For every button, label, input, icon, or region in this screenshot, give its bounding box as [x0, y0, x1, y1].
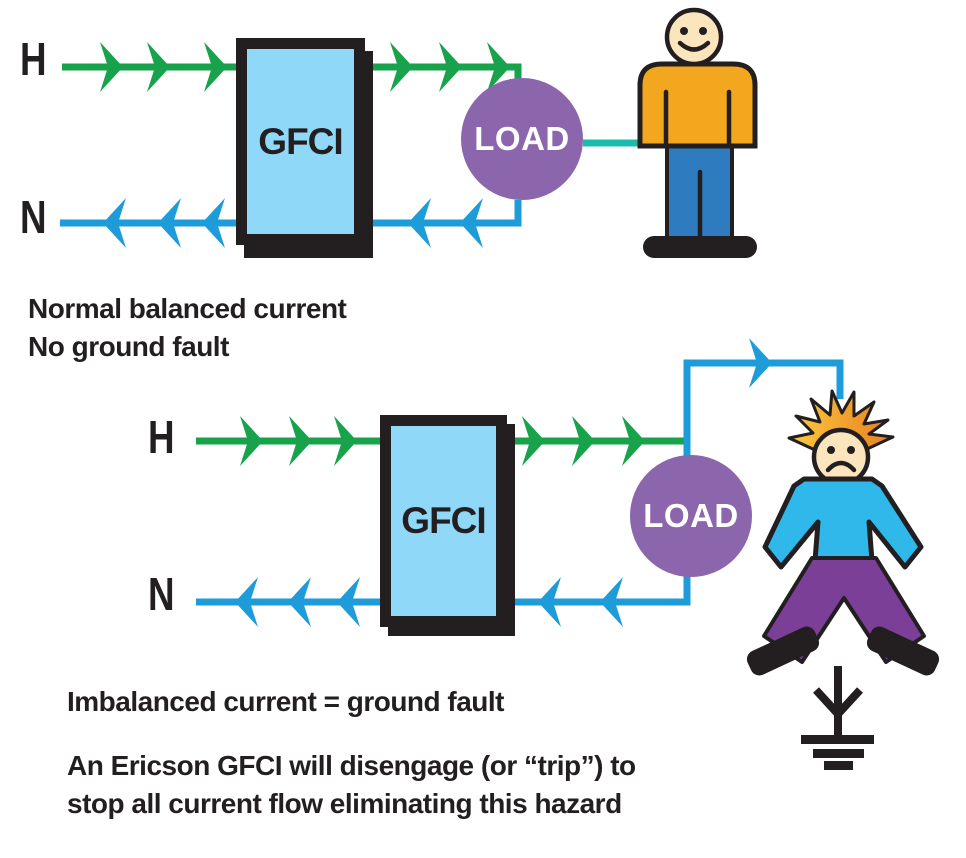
gfci-label: GFCI	[258, 120, 343, 162]
top-hot-current-arrows	[100, 42, 510, 92]
current-arrow-icon	[572, 416, 595, 466]
happy-person-smile	[677, 40, 711, 52]
shocked-person-eye	[827, 446, 835, 454]
current-arrow-icon	[390, 42, 413, 92]
current-arrow-icon	[460, 198, 483, 248]
bottom-neutral-current-arrows	[235, 577, 623, 627]
caption-line: An Ericson GFCI will disengage (or “trip…	[67, 750, 636, 781]
shocked-person-shoe	[866, 626, 940, 676]
current-arrow-icon	[622, 416, 645, 466]
current-arrow-icon	[334, 416, 357, 466]
shocked-person-hair	[787, 389, 895, 452]
current-arrow-icon	[538, 577, 561, 627]
current-arrow-icon	[100, 42, 123, 92]
ground-stem	[834, 666, 842, 738]
gfci-device-bottom: GFCI	[380, 415, 507, 627]
current-arrow-icon	[749, 338, 772, 388]
current-arrow-icon	[103, 198, 126, 248]
current-arrow-icon	[147, 42, 170, 92]
ground-symbol-icon	[801, 666, 874, 770]
top-neutral-label: N	[20, 191, 47, 243]
bottom-caption: Imbalanced current = ground fault	[67, 683, 505, 721]
current-arrow-icon	[204, 42, 227, 92]
shocked-person-icon	[746, 389, 940, 676]
shocked-person-shirt	[762, 476, 924, 570]
top-neutral-current-arrows	[103, 198, 483, 248]
happy-person-head	[664, 7, 724, 67]
current-arrow-icon	[439, 42, 462, 92]
ground-bar	[813, 749, 864, 758]
bottom-diagram	[196, 338, 940, 770]
caption-line: stop all current flow eliminating this h…	[67, 788, 622, 819]
bottom-neutral-wire-right	[508, 575, 691, 606]
load-label: LOAD	[643, 497, 739, 534]
load-circle-top: LOAD	[461, 78, 583, 200]
current-arrow-icon	[240, 416, 263, 466]
gfci-label: GFCI	[401, 500, 486, 541]
top-diagram	[60, 7, 758, 258]
current-arrow-icon	[235, 577, 258, 627]
footer-caption: An Ericson GFCI will disengage (or “trip…	[67, 747, 636, 823]
current-arrow-icon	[202, 198, 225, 248]
happy-person-feet	[643, 236, 757, 258]
current-arrow-icon	[158, 198, 181, 248]
ground-bar	[801, 735, 874, 744]
current-arrow-icon	[337, 577, 360, 627]
bottom-hot-label: H	[148, 411, 175, 463]
happy-person-eye	[699, 27, 707, 35]
current-arrow-icon	[522, 416, 545, 466]
current-arrow-icon	[408, 198, 431, 248]
current-arrow-icon	[288, 577, 311, 627]
load-label: LOAD	[474, 120, 570, 157]
ground-bar	[824, 761, 853, 770]
bottom-neutral-label: N	[148, 568, 175, 620]
happy-person-eye	[680, 27, 688, 35]
caption-line: Normal balanced current	[28, 293, 347, 324]
happy-person-arm-lines	[663, 89, 732, 149]
caption-line: No ground fault	[28, 331, 229, 362]
caption-line: Imbalanced current = ground fault	[67, 686, 505, 717]
top-caption: Normal balanced current No ground fault	[28, 290, 347, 366]
shocked-person-eye	[847, 446, 855, 454]
happy-person-icon	[637, 7, 758, 258]
top-hot-label: H	[20, 33, 47, 85]
current-arrow-icon	[600, 577, 623, 627]
current-arrow-icon	[487, 42, 510, 92]
shocked-person-frown	[825, 460, 857, 473]
shocked-person-shoe	[746, 626, 820, 676]
bottom-hot-current-arrows	[240, 416, 645, 466]
shocked-person-head	[811, 427, 871, 487]
gfci-device-top: GFCI	[236, 38, 365, 245]
top-neutral-wire-right	[372, 200, 522, 227]
happy-person-shirt	[637, 61, 758, 149]
ground-branches	[813, 687, 863, 717]
current-arrow-icon	[289, 416, 312, 466]
load-circle-bottom: LOAD	[630, 455, 752, 577]
